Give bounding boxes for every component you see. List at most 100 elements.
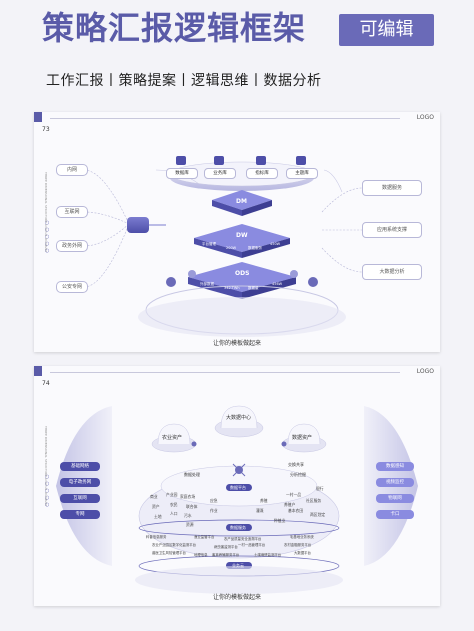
nav-dots: ○○○○○ (45, 474, 50, 508)
nav-dots: ○○○○○ (45, 220, 50, 254)
panel-accent (34, 112, 42, 122)
service-node[interactable]: 大数据分析 (362, 264, 422, 280)
network-node[interactable]: 基础网络 (60, 462, 100, 471)
app-label: 一村一品管理平台 (238, 543, 266, 547)
app-label: 地理信息 (194, 553, 208, 557)
layer-ods (188, 262, 296, 299)
logo-text: LOGO (416, 368, 434, 375)
sensor-node[interactable]: 数据感知 (376, 462, 414, 471)
cluster-label: 应急 (210, 498, 218, 503)
logo-text: LOGO (416, 114, 434, 121)
cluster-label: 养殖 (260, 498, 268, 503)
vertical-caption: THREE DIMENSIONAL STRUCTURE LOGICAL DIAG… (44, 426, 48, 507)
cluster-label: 一村一品 (286, 492, 302, 497)
app-label: 土壤墒情监测平台 (254, 553, 282, 557)
page-number: 74 (42, 380, 50, 387)
repo-node[interactable]: 业务库 (204, 168, 236, 179)
app-label: 农产品质量安全追溯平台 (224, 537, 262, 541)
layer-label-dm: DM (236, 198, 247, 205)
layer-dw (194, 224, 290, 258)
service-node[interactable]: 应用系统支撑 (362, 222, 422, 238)
vertical-caption: THREE DIMENSIONAL STRUCTURE LOGICAL DIAG… (44, 172, 48, 253)
sensor-node[interactable]: 物联网 (376, 494, 414, 503)
diagram-panel-2: LOGO 74 ○○○○○ (34, 366, 440, 606)
network-node[interactable]: 专网 (60, 510, 100, 519)
cluster-label: 种植业 (274, 518, 286, 523)
assets-left-label: 农业资产 (162, 435, 183, 441)
repo-node[interactable]: 指标库 (246, 168, 278, 179)
cluster-label: 人口 (170, 511, 178, 516)
business-cloud-label: 业务云 (232, 563, 244, 568)
service-band-label: 数据服务 (230, 525, 246, 530)
repo-icon (256, 156, 266, 165)
sensor-node[interactable]: 卡口 (376, 510, 414, 519)
repo-icon (214, 156, 224, 165)
app-label: 渔业监管平台 (194, 535, 215, 539)
diagram-panel-1: LOGO 73 ○○○○○ (34, 112, 440, 352)
panel-top-line (50, 118, 400, 119)
app-label: 农业产业园区数字化监测平台 (152, 543, 197, 547)
repo-icon (296, 156, 306, 165)
cluster-label: 资源 (186, 522, 194, 527)
network-node[interactable]: 电子政务网 (60, 478, 100, 487)
cluster-label: 作业 (210, 508, 218, 513)
panel-top-line (50, 372, 400, 373)
app-label: 兽医卫生风险管理平台 (152, 551, 186, 555)
cluster-label: 产业园 (166, 492, 178, 497)
source-node[interactable]: 内网 (56, 164, 88, 176)
cluster-label: 社区服务 (306, 498, 322, 503)
app-label: 大数据平台 (294, 551, 311, 555)
dw-tag: 450W (270, 242, 281, 246)
repo-node[interactable]: 数据库 (166, 168, 198, 179)
process-label: 交换共享 (288, 462, 304, 467)
repo-icon (176, 156, 186, 165)
dw-tag: 数据服务 (248, 246, 262, 250)
platform-band-label: 数据平台 (230, 485, 246, 490)
cluster-label: 家庭农场 (180, 494, 196, 499)
ods-tag: 数据量 (248, 286, 259, 290)
app-label: 毛基地业务系统 (290, 535, 314, 539)
panel-footer: 让你的模板做起来 (212, 340, 261, 347)
cluster-label: 联合体 (186, 504, 198, 509)
dw-tag: 平台管理 (202, 242, 216, 246)
assets-right-label: 数据资产 (292, 435, 313, 441)
source-node[interactable]: 互联网 (56, 206, 88, 218)
cluster-label: 两区划定 (310, 512, 326, 517)
data-architecture-diagram (83, 156, 363, 337)
cluster-label: 资产 (152, 504, 160, 509)
cluster-label: 灌溉 (256, 508, 264, 513)
app-label: 农村金融服务平台 (284, 543, 312, 547)
sensor-node[interactable]: 视频监控 (376, 478, 414, 487)
cluster-label: 银行 (316, 486, 324, 491)
app-label: 畜禽养殖服务平台 (212, 553, 240, 557)
panel-footer: 让你的模板做起来 (212, 594, 261, 601)
layer-label-dw: DW (236, 232, 248, 239)
page-number: 73 (42, 126, 50, 133)
repo-node[interactable]: 主题库 (286, 168, 318, 179)
app-label: 病虫害监测平台 (214, 545, 238, 549)
cluster-label: 基本农田 (288, 508, 304, 513)
app-label: 科普信息服务 (146, 535, 167, 539)
dw-tag: 200W (226, 246, 237, 250)
cluster-label: 养殖户 (284, 502, 296, 507)
cluster-label: 污水 (184, 513, 192, 518)
process-label: 分析挖掘 (290, 472, 306, 477)
source-node[interactable]: 公安专网 (56, 281, 88, 293)
layer-label-ods: ODS (235, 270, 250, 277)
network-node[interactable]: 互联网 (60, 494, 100, 503)
ods-tag: 456W (272, 282, 283, 286)
cluster-label: 农民 (170, 502, 178, 507)
cluster-label: 商业 (150, 494, 158, 499)
cluster-label: 土地 (154, 514, 162, 519)
process-label: 数据处理 (184, 472, 200, 477)
service-node[interactable]: 数据服务 (362, 180, 422, 196)
page-title: 策略汇报逻辑框架 (42, 9, 307, 47)
subtitle: 工作汇报丨策略提案丨逻辑思维丨数据分析 (46, 73, 322, 89)
top-center-label: 大数据中心 (226, 415, 252, 421)
editable-badge[interactable]: 可编辑 (339, 14, 434, 46)
ods-tag: 外部数据 (200, 282, 214, 286)
source-node[interactable]: 政务外网 (56, 240, 88, 252)
panel-accent (34, 366, 42, 376)
ods-tag: 342.TWh (224, 286, 240, 290)
layer-dm (212, 190, 272, 216)
